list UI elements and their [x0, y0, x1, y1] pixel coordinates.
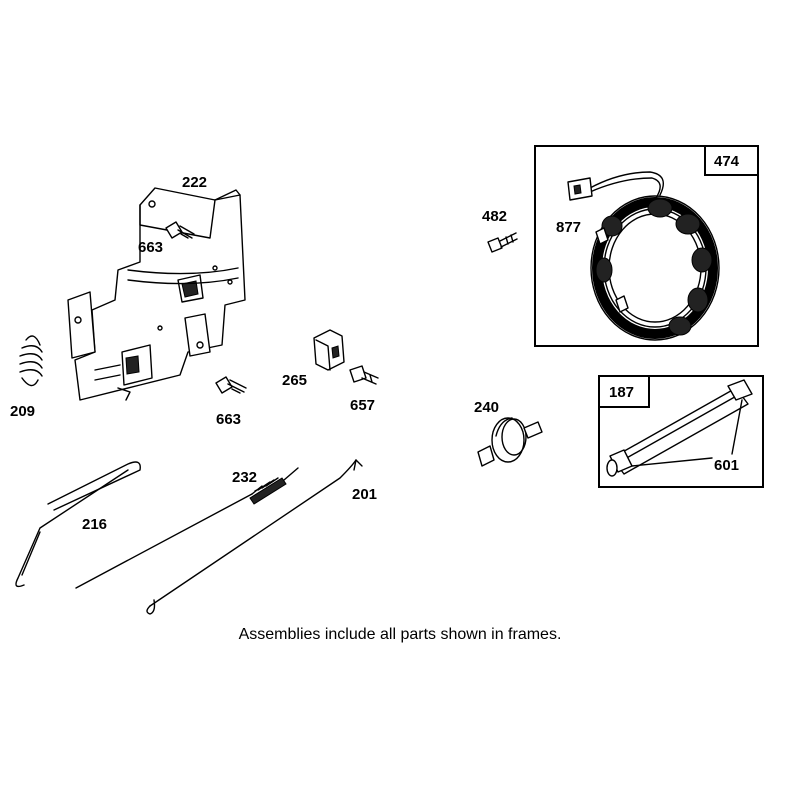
label-201: 201 — [352, 486, 377, 503]
label-663-lower: 663 — [216, 411, 241, 428]
link-rod-201 — [146, 459, 363, 615]
spring-209 — [19, 335, 43, 387]
label-187: 187 — [609, 384, 634, 401]
frame-474 — [534, 145, 759, 347]
label-663-upper: 663 — [138, 239, 163, 256]
label-657: 657 — [350, 397, 375, 414]
label-222: 222 — [182, 174, 207, 191]
label-209: 209 — [10, 403, 35, 420]
spring-link-232 — [75, 467, 299, 589]
label-482: 482 — [482, 208, 507, 225]
clip-265 — [313, 329, 345, 371]
fuel-line-601 — [606, 379, 753, 477]
rod-216 — [15, 461, 141, 588]
label-216: 216 — [82, 516, 107, 533]
frame-187 — [598, 375, 764, 488]
label-877: 877 — [556, 219, 581, 236]
stator-877 — [567, 171, 720, 341]
caption: Assemblies include all parts shown in fr… — [238, 626, 562, 643]
fuel-filter-240 — [477, 417, 543, 467]
screw-482 — [487, 232, 518, 253]
screw-663-upper — [165, 221, 195, 239]
label-240: 240 — [474, 399, 499, 416]
frame-187-tag — [598, 375, 650, 408]
label-265: 265 — [282, 372, 307, 389]
frame-474-tag — [704, 145, 759, 176]
screw-663-lower — [215, 376, 247, 394]
screw-657 — [349, 365, 379, 385]
control-bracket — [67, 187, 246, 401]
label-601: 601 — [714, 457, 739, 474]
label-232: 232 — [232, 469, 257, 486]
label-474: 474 — [714, 153, 740, 170]
